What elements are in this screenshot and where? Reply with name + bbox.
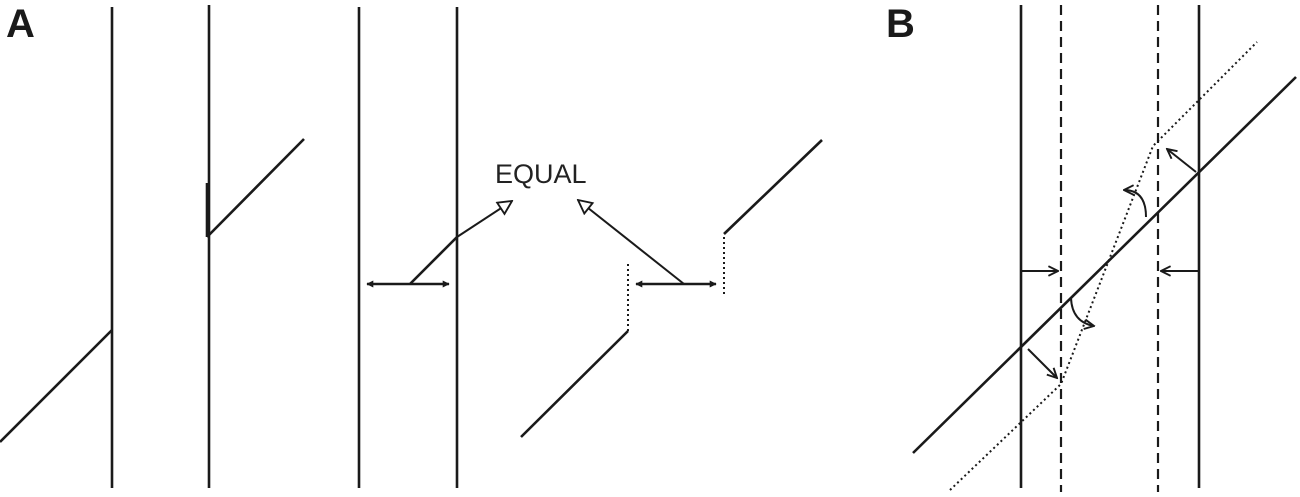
oblique-segment-2 <box>206 138 305 238</box>
equal-annotation: EQUAL <box>495 159 587 189</box>
rotation-arrow-lower <box>1070 297 1094 326</box>
equal-pointer-right <box>578 200 685 285</box>
panel-b: B <box>886 2 1297 492</box>
equal-pointer-left <box>456 201 512 238</box>
oblique-segment-4-lower <box>520 330 629 438</box>
oblique-segment-4-upper <box>723 139 823 235</box>
configuration-1 <box>0 7 114 488</box>
configuration-4 <box>520 139 823 438</box>
displacement-arrow-upper <box>1167 149 1197 173</box>
displacement-arrow-lower <box>1027 348 1057 378</box>
configuration-2 <box>205 5 305 488</box>
panel-a: A EQUAL <box>0 2 823 488</box>
panel-a-label: A <box>6 2 35 46</box>
oblique-segment-1 <box>0 329 113 443</box>
perceived-oblique-path <box>949 41 1258 491</box>
panel-b-label: B <box>886 2 915 46</box>
rotation-arrow-upper <box>1124 190 1147 218</box>
oblique-line <box>912 76 1297 454</box>
oblique-segment-3 <box>409 236 458 285</box>
configuration-3 <box>357 7 512 488</box>
